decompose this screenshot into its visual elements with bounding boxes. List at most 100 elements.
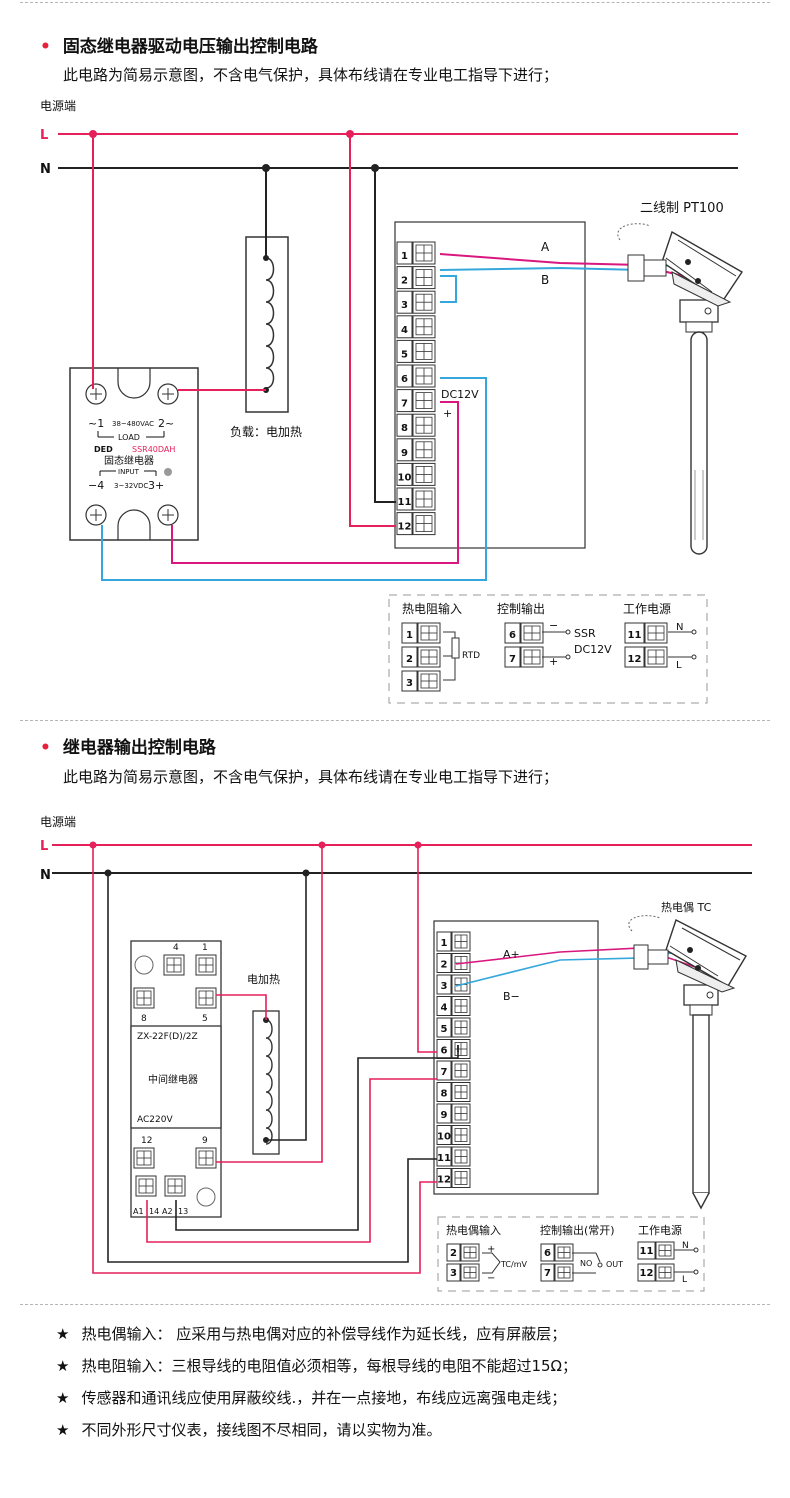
svg-text:1: 1 [202, 943, 208, 953]
svg-text:3: 3 [406, 678, 413, 689]
svg-text:DED: DED [94, 445, 113, 454]
terminal-12: 12 [396, 512, 436, 536]
intermediate-relay: 4 1 8 5 12 9 A1 14 A2 13 ZX-22F(D)/2Z 中间… [130, 940, 222, 1218]
svg-text:3~32VDC: 3~32VDC [114, 482, 148, 490]
legend-terminal-2: 11 [637, 1241, 675, 1260]
section2-desc: 此电路为简易示意图，不含电气保护，具体布线请在专业电工指导下进行； [63, 768, 559, 786]
svg-text:A+: A+ [503, 948, 520, 961]
svg-text:7: 7 [544, 1268, 551, 1279]
terminal-1: 1 [396, 241, 436, 265]
terminal-11: 11 [396, 487, 436, 511]
terminal-2-8: 8 [436, 1082, 471, 1102]
line-n-label: N [40, 162, 51, 177]
svg-text:AC220V: AC220V [137, 1115, 173, 1125]
terminal-2-7: 7 [436, 1060, 471, 1081]
power-source-label-2: 电源端 [40, 815, 76, 829]
svg-text:SSR: SSR [574, 627, 596, 640]
note-item: ★热电阻输入：三根导线的电阻值必须相等，每根导线的电阻不能超过15Ω； [56, 1357, 578, 1375]
star-icon: ★ [56, 1325, 70, 1343]
terminal-5: 5 [396, 339, 436, 363]
legend-terminal: 1 [401, 622, 441, 644]
legend-terminal: 11 [624, 622, 668, 644]
relay-terminal-4 [163, 954, 185, 976]
svg-text:1: 1 [441, 938, 448, 949]
svg-text:−: − [549, 619, 558, 632]
tc-label: 热电偶 TC [661, 901, 712, 914]
svg-text:7: 7 [401, 399, 408, 410]
svg-text:RTD: RTD [462, 651, 480, 661]
svg-text:~1: ~1 [88, 417, 104, 430]
legend-terminal-2: 3 [446, 1263, 480, 1282]
legend-terminal-2: 12 [637, 1263, 675, 1282]
svg-text:4: 4 [173, 943, 179, 953]
svg-text:6: 6 [401, 374, 408, 385]
legend-terminal-2: 2 [446, 1243, 480, 1262]
terminal-6: 6 [396, 364, 436, 388]
divider-top [20, 2, 770, 3]
svg-text:8: 8 [401, 423, 408, 434]
svg-text:6: 6 [509, 630, 516, 641]
svg-text:5: 5 [401, 349, 408, 360]
bullet-icon: • [40, 37, 51, 57]
svg-text:+: + [443, 407, 452, 420]
svg-text:3: 3 [401, 300, 408, 311]
svg-text:38~480VAC: 38~480VAC [112, 420, 154, 428]
svg-text:N: N [40, 868, 51, 883]
heater-label-2: 电加热 [247, 973, 280, 986]
terminal-3: 3 [396, 290, 436, 314]
svg-text:12: 12 [640, 1268, 654, 1279]
svg-text:10: 10 [398, 472, 412, 483]
svg-text:SSR40DAH: SSR40DAH [132, 445, 175, 454]
line-l-label: L [40, 128, 48, 143]
svg-text:3: 3 [450, 1268, 457, 1279]
svg-text:工作电源: 工作电源 [638, 1223, 682, 1237]
terminal-2-3: 3 [436, 974, 471, 995]
terminal-2-12: 12 [436, 1168, 471, 1188]
wire-b-label: B [541, 273, 549, 287]
relay-terminal-8 [133, 987, 155, 1009]
svg-text:1: 1 [401, 251, 408, 262]
ssr-wiring-diagram: 电源端 L N ~1 38~480VAC 2~ LOAD DED SSR40DA… [40, 99, 743, 704]
svg-text:11: 11 [640, 1246, 654, 1257]
svg-text:A2: A2 [162, 1207, 173, 1216]
terminal-2-10: 10 [436, 1125, 471, 1145]
svg-text:ZX-22F(D)/2Z: ZX-22F(D)/2Z [137, 1032, 198, 1042]
svg-text:11: 11 [398, 497, 412, 508]
legend-terminal: 7 [504, 646, 544, 668]
terminal-2-6: 6 [436, 1039, 471, 1059]
divider-middle [20, 720, 770, 721]
svg-text:9: 9 [202, 1136, 208, 1146]
svg-text:2~: 2~ [158, 417, 174, 430]
svg-text:+: + [549, 655, 558, 668]
star-icon: ★ [56, 1357, 70, 1375]
svg-text:13: 13 [178, 1207, 188, 1216]
svg-text:LOAD: LOAD [118, 433, 140, 442]
terminal-2-9: 9 [436, 1103, 471, 1124]
note-item: ★不同外形尺寸仪表，接线图不尽相同，请以实物为准。 [56, 1421, 442, 1439]
svg-text:9: 9 [441, 1110, 448, 1121]
svg-text:6: 6 [544, 1248, 551, 1259]
relay-terminal-a1 [135, 1175, 157, 1197]
terminal-2-1: 1 [436, 931, 471, 952]
svg-text:9: 9 [401, 448, 408, 459]
relay-terminal-9 [195, 1147, 217, 1169]
pt100-sensor-icon [617, 223, 743, 555]
svg-text:NO: NO [580, 1259, 592, 1268]
svg-text:11: 11 [437, 1153, 451, 1164]
terminal-2-4: 4 [436, 996, 471, 1016]
svg-text:−4: −4 [88, 479, 104, 492]
svg-text:12: 12 [628, 654, 642, 665]
section1-title: •固态继电器驱动电压输出控制电路 [40, 37, 318, 57]
svg-text:L: L [682, 1275, 687, 1285]
svg-text:热电阻输入: 热电阻输入 [402, 601, 462, 616]
svg-text:12: 12 [141, 1136, 152, 1146]
terminal-10: 10 [396, 462, 436, 486]
power-source-label: 电源端 [40, 99, 76, 113]
svg-text:A1: A1 [133, 1207, 144, 1216]
relay-terminal-a2 [164, 1175, 186, 1197]
svg-text:2: 2 [401, 276, 408, 287]
dc12v-label: DC12V [441, 388, 479, 401]
